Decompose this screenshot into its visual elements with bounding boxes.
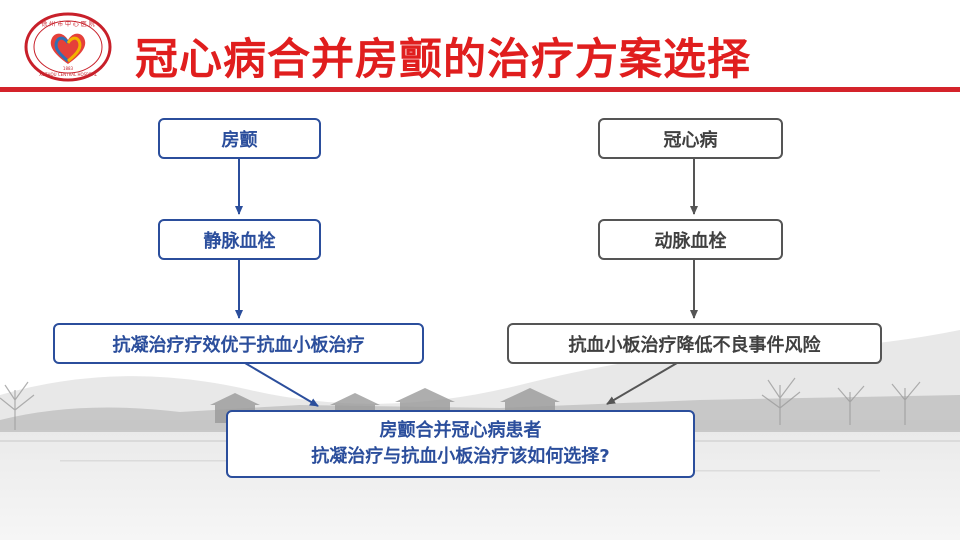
box-venous-thrombosis: 静脉血栓: [158, 219, 321, 260]
arrow-anticoag-to-conclusion: [244, 362, 319, 407]
svg-text:徐 州 市 中 心 医 院: 徐 州 市 中 心 医 院: [41, 20, 94, 28]
box-conclusion-question: 房颤合并冠心病患者 抗凝治疗与抗血小板治疗该如何选择?: [226, 410, 695, 478]
box-arterial-thrombosis: 动脉血栓: [598, 219, 783, 260]
hospital-logo: 徐 州 市 中 心 医 院 XUZHOU CENTRAL HOSPITAL 18…: [24, 12, 112, 82]
box-label: 房颤: [221, 129, 258, 151]
box-label: 静脉血栓: [203, 230, 276, 252]
box-label: 抗血小板治疗降低不良事件风险: [568, 334, 821, 356]
svg-text:XUZHOU CENTRAL HOSPITAL: XUZHOU CENTRAL HOSPITAL: [39, 72, 97, 77]
conclusion-line-1: 房颤合并冠心病患者: [379, 420, 542, 441]
arrow-antiplatelet-to-conclusion: [606, 362, 678, 405]
box-atrial-fibrillation: 房颤: [158, 118, 321, 159]
slide-title: 冠心病合并房颤的治疗方案选择: [135, 35, 751, 85]
title-divider: [0, 87, 960, 92]
box-label: 抗凝治疗疗效优于抗血小板治疗: [112, 334, 365, 356]
box-label: 冠心病: [663, 129, 718, 151]
conclusion-line-2: 抗凝治疗与抗血小板治疗该如何选择?: [311, 446, 610, 467]
box-label: 动脉血栓: [654, 230, 727, 252]
box-antiplatelet-reduces-risk: 抗血小板治疗降低不良事件风险: [507, 323, 882, 364]
box-coronary-heart-disease: 冠心病: [598, 118, 783, 159]
svg-text:1883: 1883: [63, 66, 74, 71]
box-anticoagulation-superior: 抗凝治疗疗效优于抗血小板治疗: [53, 323, 424, 364]
